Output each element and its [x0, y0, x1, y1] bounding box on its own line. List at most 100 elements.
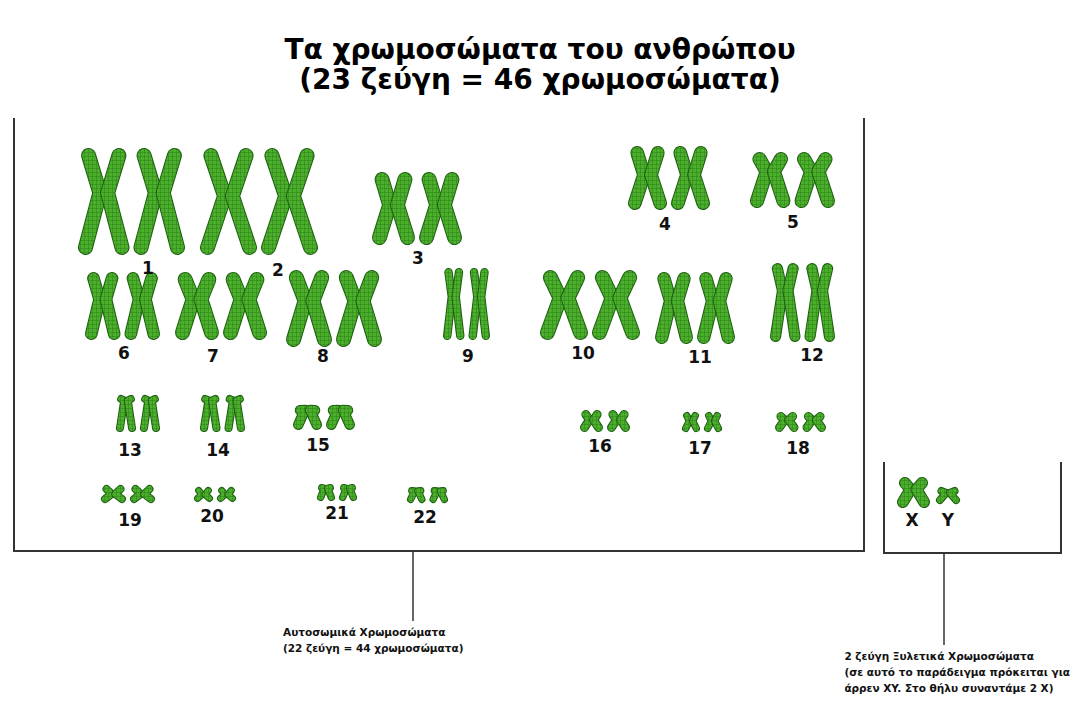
chromatid	[321, 488, 325, 498]
chromosome-number: 22	[413, 509, 437, 526]
subtitle: (23 ζεύγη = 46 χρωμοσώματα)	[299, 66, 780, 94]
chromosome-number: 21	[325, 505, 349, 522]
chromatid	[108, 156, 122, 248]
leader-line	[943, 553, 945, 645]
chromatid	[86, 156, 100, 248]
chromosome-number: 13	[118, 442, 142, 459]
chromatid	[221, 491, 225, 499]
chromatid	[776, 269, 783, 337]
chromatid	[411, 491, 415, 500]
chromatid	[620, 278, 633, 333]
chromatid	[229, 399, 233, 428]
chromatid	[719, 279, 728, 338]
chromatid	[350, 488, 354, 498]
chromosome	[433, 491, 444, 500]
chromatid	[120, 399, 124, 428]
chromatid	[201, 280, 212, 333]
chromatid	[343, 488, 347, 498]
chromatid	[269, 156, 286, 248]
chromosome	[208, 156, 250, 248]
chromatid	[131, 278, 139, 333]
chromatid	[106, 278, 114, 333]
chromatid	[447, 272, 452, 336]
chromatid	[249, 280, 260, 333]
chromatid	[903, 483, 911, 502]
chromatid	[163, 156, 177, 248]
chromatid	[621, 414, 626, 427]
chromatid	[447, 272, 452, 336]
chromatid	[144, 489, 151, 499]
chromosome	[678, 153, 703, 203]
chromatid	[228, 491, 232, 499]
chromatid	[208, 156, 225, 248]
chromatid	[686, 416, 690, 429]
chromosome-number: 7	[207, 348, 219, 365]
chromatid	[232, 156, 249, 248]
chromosome	[447, 272, 460, 336]
chromatid	[548, 278, 561, 333]
chromatid	[789, 416, 794, 427]
chromatid	[594, 414, 599, 427]
chromatid	[343, 488, 347, 498]
chromosome	[903, 483, 924, 502]
chromosome	[344, 278, 375, 340]
chromatid	[201, 280, 212, 333]
chromatid	[115, 489, 122, 499]
chromatid	[343, 410, 350, 425]
chromosome-number: 11	[688, 349, 712, 366]
chromatid	[677, 279, 686, 338]
chromatid	[611, 414, 616, 427]
chromosome	[343, 488, 354, 498]
chromosome	[86, 156, 123, 248]
chromatid	[789, 416, 794, 427]
chromosome-number: 9	[462, 348, 474, 365]
chromatid	[708, 416, 712, 429]
chromosome	[548, 278, 581, 333]
chromatid	[779, 416, 784, 427]
chromatid	[473, 272, 478, 336]
chromatid	[379, 179, 389, 237]
chromosome	[91, 278, 114, 333]
chromosome	[231, 280, 260, 333]
chromatid	[757, 159, 767, 201]
chromosome	[134, 489, 151, 499]
chromatid	[145, 278, 153, 333]
chromosome-number: 4	[659, 216, 671, 233]
chromatid	[456, 272, 461, 336]
autosome-panel: 12345678910111213141516171819202122	[13, 118, 865, 552]
chromatid	[548, 278, 561, 333]
chromatid	[620, 278, 633, 333]
chromosome	[321, 488, 332, 498]
chromosome	[183, 280, 212, 333]
chromosome-number: 14	[206, 442, 230, 459]
chromatid	[344, 278, 356, 340]
chromatid	[106, 278, 114, 333]
chromosome	[426, 179, 454, 237]
chromatid	[788, 269, 795, 337]
chromatid	[693, 416, 697, 429]
chromatid	[237, 399, 241, 428]
chromatid	[141, 156, 155, 248]
chromatid	[704, 279, 713, 338]
chromatid	[481, 272, 486, 336]
chromosome-number: 16	[588, 438, 612, 455]
chromosome-number: 5	[787, 214, 799, 231]
chromatid	[152, 399, 156, 428]
chromatid	[212, 399, 216, 428]
chromatid	[686, 416, 690, 429]
chromatid	[662, 279, 671, 338]
chromatid	[293, 156, 310, 248]
chromatid	[310, 410, 317, 425]
panel-caption: άρρεν XY. Στο θήλυ συναντάμε 2 X)	[844, 682, 1053, 695]
chromatid	[144, 399, 148, 428]
chromatid	[568, 278, 581, 333]
chromosome	[221, 491, 233, 499]
chromatid	[108, 156, 122, 248]
chromatid	[411, 491, 415, 500]
chromatid	[128, 399, 132, 428]
chromatid	[105, 489, 112, 499]
chromatid	[397, 179, 407, 237]
chromatid	[651, 153, 660, 203]
